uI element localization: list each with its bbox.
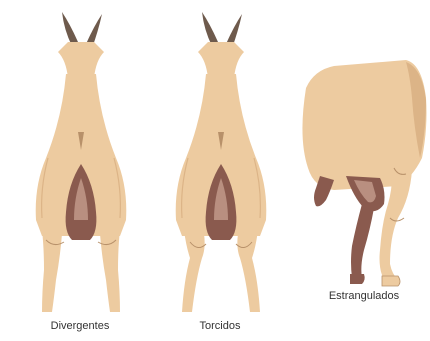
goat-estrangulados-illustration [294, 58, 428, 290]
caption-torcidos: Torcidos [170, 320, 270, 332]
far-hoof [350, 274, 365, 284]
left-horn [62, 12, 78, 46]
head [198, 42, 244, 78]
goat-side-view-estrangulados [294, 58, 428, 290]
near-hoof [382, 276, 400, 286]
right-hind-leg [237, 230, 260, 312]
goat-torcidos-illustration [160, 8, 280, 320]
goat-rear-view-torcidos [160, 8, 280, 320]
left-hind-leg [182, 230, 205, 312]
goat-rear-view-divergentes [20, 8, 140, 320]
body [302, 60, 426, 190]
left-horn [202, 12, 218, 46]
far-hind-leg [351, 204, 374, 278]
head [58, 42, 104, 78]
goat-divergentes-illustration [20, 8, 140, 320]
right-hind-leg [100, 230, 120, 312]
left-hind-leg [42, 230, 62, 312]
caption-estrangulados: Estrangulados [304, 290, 424, 302]
caption-divergentes: Divergentes [30, 320, 130, 332]
